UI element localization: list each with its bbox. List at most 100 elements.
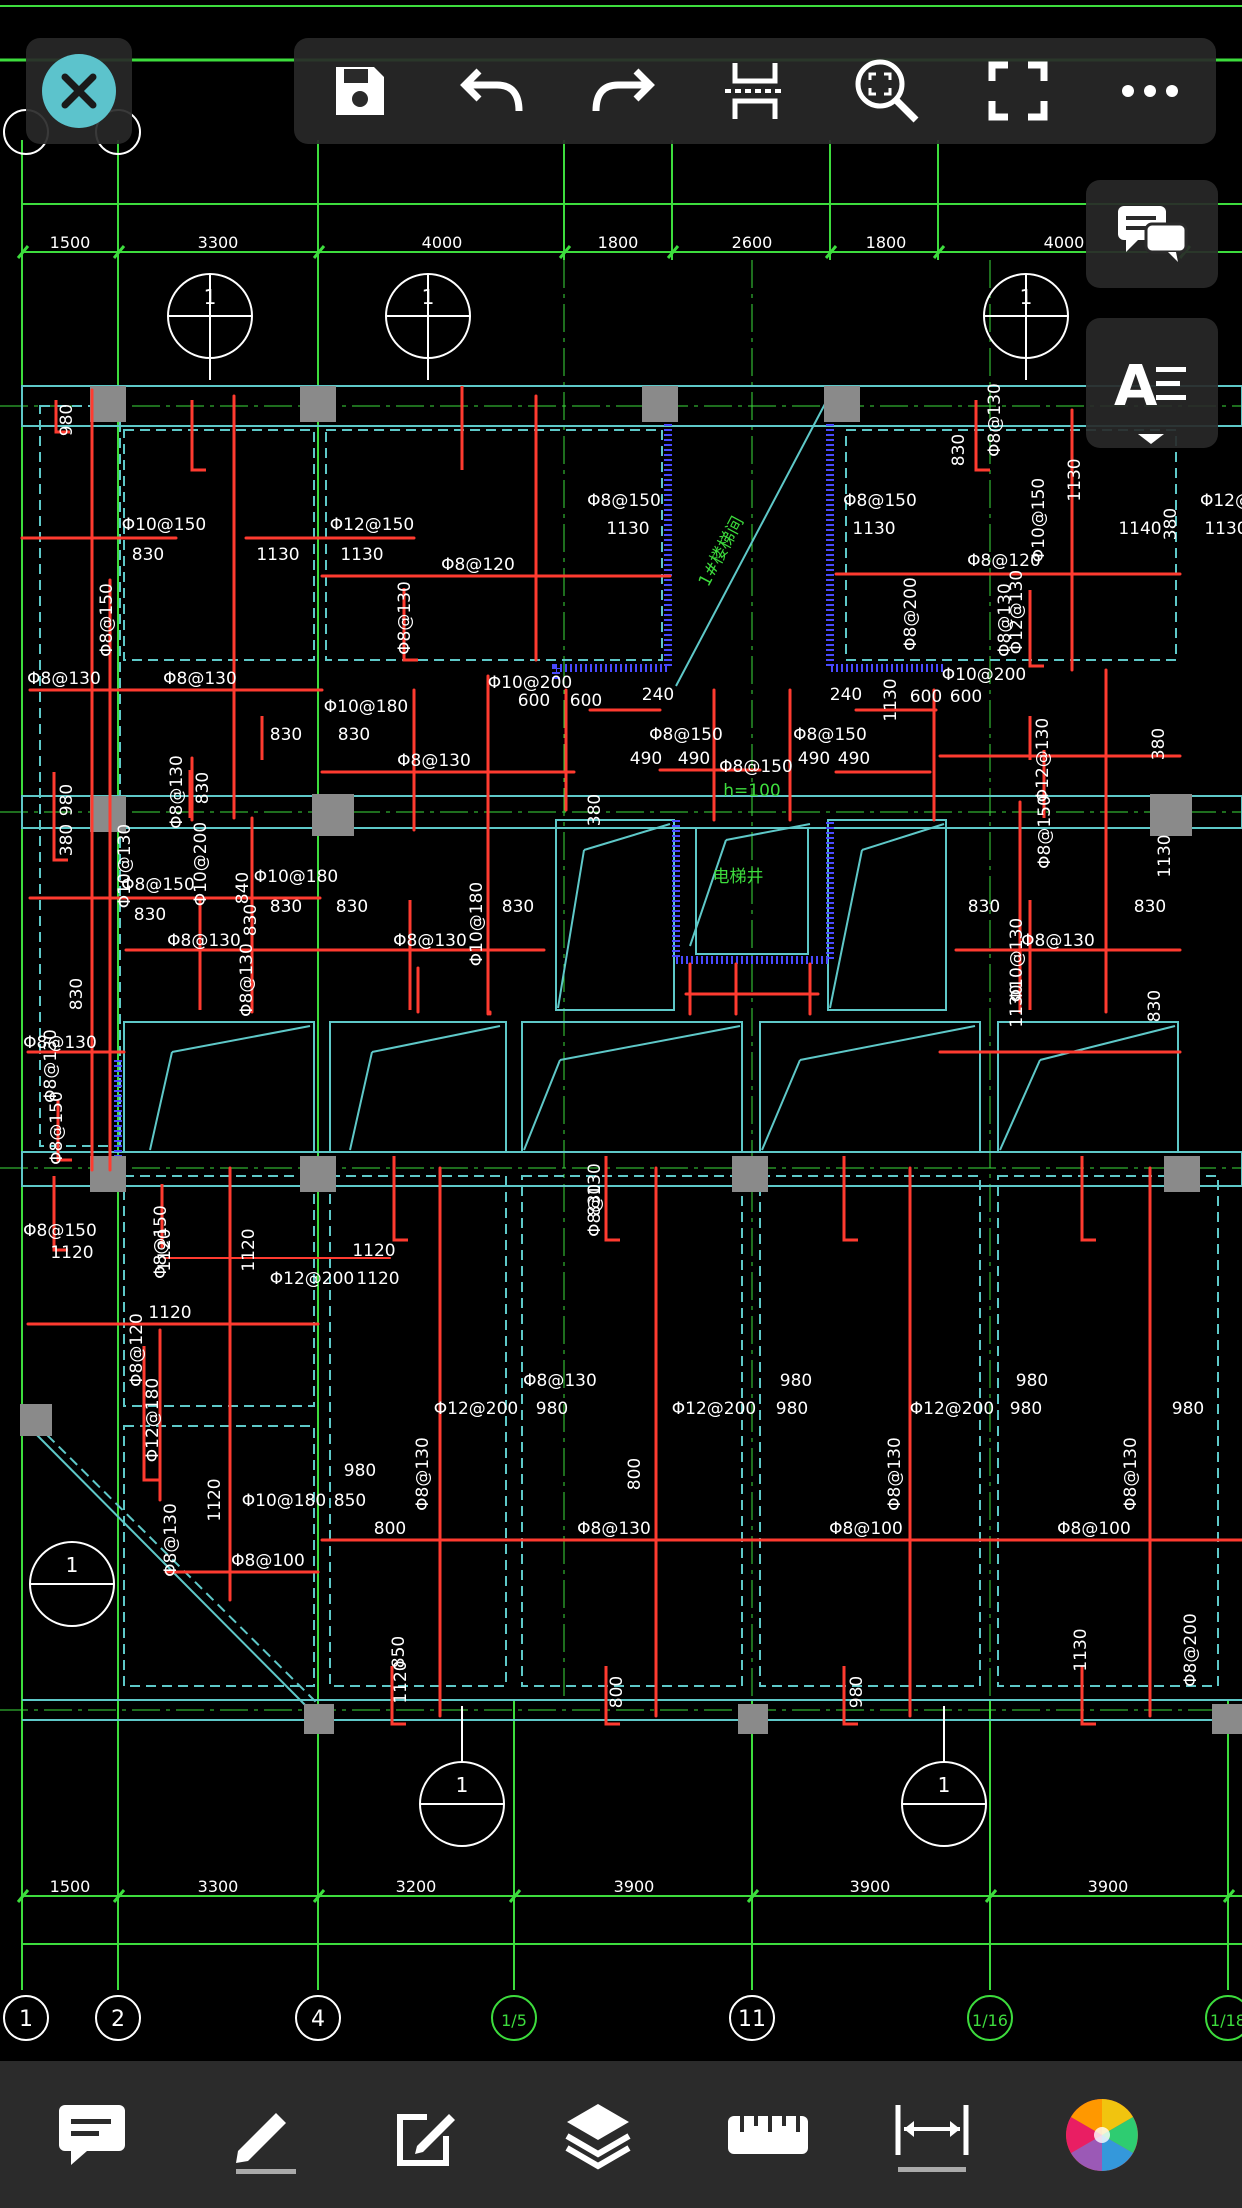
rebar-label: 830 bbox=[502, 897, 534, 917]
axis-bubble-label: 1/5 bbox=[501, 2011, 527, 2030]
edit-icon[interactable] bbox=[376, 2085, 476, 2185]
section-marker-label: 1 bbox=[1020, 285, 1033, 309]
bottom-dimension-label: 3900 bbox=[1088, 1877, 1129, 1896]
rebar-label: Φ8@130 bbox=[397, 751, 471, 771]
rebar-label: Φ8@130 bbox=[23, 1033, 97, 1053]
rebar-label: 600 bbox=[950, 687, 982, 707]
rebar-label: Φ8@200 bbox=[1181, 1613, 1201, 1687]
rebar-label: 240 bbox=[830, 685, 862, 705]
rebar-label: Φ8@130 bbox=[1121, 1437, 1141, 1511]
axis-centerlines bbox=[0, 260, 1242, 1711]
rebar-label: 830 bbox=[67, 978, 87, 1010]
save-icon[interactable] bbox=[320, 51, 400, 131]
rebar-label: 980 bbox=[1010, 1399, 1042, 1419]
rebar-label: 830 bbox=[270, 897, 302, 917]
axis-bubble-label: 1 bbox=[19, 2007, 33, 2032]
rebar-label: Φ8@150 bbox=[1035, 795, 1055, 869]
rebar-label: Φ8@150 bbox=[843, 491, 917, 511]
rebar-label: Φ10@180 bbox=[254, 867, 338, 887]
rebar-label: Φ8@100 bbox=[231, 1551, 305, 1571]
color-wheel-icon[interactable] bbox=[1052, 2085, 1152, 2185]
rebar-label: 830 bbox=[241, 904, 261, 936]
rebar-label: 600 bbox=[910, 687, 942, 707]
section-cut-icon[interactable] bbox=[715, 51, 795, 131]
rebar-label: Φ12@200 bbox=[672, 1399, 756, 1419]
rebar-label: Φ8@100 bbox=[1057, 1519, 1131, 1539]
rebar-label: 1120 bbox=[352, 1241, 395, 1261]
rebar-label: Φ8@120 bbox=[967, 551, 1041, 571]
rebar-label: 830 bbox=[949, 434, 969, 466]
rebar-label: 490 bbox=[630, 749, 662, 769]
rebar-label: Φ8@130 bbox=[395, 581, 415, 655]
rebar-label: 830 bbox=[968, 897, 1000, 917]
rebar-label: Φ8@200 bbox=[901, 577, 921, 651]
top-dimension-label: 1500 bbox=[50, 233, 91, 252]
rebar-label: 240 bbox=[642, 685, 674, 705]
rebar-label: 830 bbox=[1134, 897, 1166, 917]
pencil-icon[interactable] bbox=[212, 2085, 312, 2185]
annotation-icon[interactable] bbox=[42, 2085, 142, 2185]
rebar-label: Φ8@130 bbox=[985, 383, 1005, 457]
rebar-label: 980 bbox=[344, 1461, 376, 1481]
rebar-label: 1130 bbox=[256, 545, 299, 565]
rebar-label: 1120 bbox=[155, 1228, 175, 1271]
rebar-label: 1130 bbox=[1204, 519, 1242, 539]
expand-down-icon bbox=[1138, 434, 1164, 444]
comments-icon bbox=[1118, 206, 1188, 262]
rebar-label: Φ8@130 bbox=[163, 669, 237, 689]
rebar-label: 380 bbox=[1161, 508, 1181, 540]
bottom-dimension-label: 3300 bbox=[198, 1877, 239, 1896]
rebar-label: 1130 bbox=[340, 545, 383, 565]
rebar-label: Φ12@150 bbox=[330, 515, 414, 535]
rebar-label: 830 bbox=[193, 772, 213, 804]
rebar-label: 600 bbox=[570, 691, 602, 711]
layers-icon[interactable] bbox=[548, 2085, 648, 2185]
undo-icon[interactable] bbox=[452, 51, 532, 131]
rebar-label: Φ12@180 bbox=[143, 1378, 163, 1462]
fullscreen-icon[interactable] bbox=[978, 51, 1058, 131]
rebar-label: Φ8@150 bbox=[649, 725, 723, 745]
rebar-label: Φ10@180 bbox=[242, 1491, 326, 1511]
rebar-label: 600 bbox=[518, 691, 550, 711]
rebar-label: 830 bbox=[1145, 990, 1165, 1022]
zoom-window-icon[interactable] bbox=[847, 51, 927, 131]
columns bbox=[20, 386, 1242, 1734]
rebar-label: 850 bbox=[334, 1491, 366, 1511]
bottom-toolbar bbox=[0, 2061, 1242, 2208]
close-button[interactable] bbox=[26, 38, 132, 144]
axis-bubble-label: 2 bbox=[111, 2007, 125, 2032]
rebar-label: Φ12@ bbox=[1200, 491, 1242, 511]
rebar-label: 830 bbox=[585, 1184, 605, 1216]
rebar-label: 830 bbox=[338, 725, 370, 745]
more-icon[interactable] bbox=[1110, 51, 1190, 131]
rebar-label: 980 bbox=[776, 1399, 808, 1419]
rebar-label: Φ8@130 bbox=[523, 1371, 597, 1391]
rebar-label: 1120 bbox=[205, 1478, 225, 1521]
top-dimension-label: 1800 bbox=[866, 233, 907, 252]
rebar-label: Φ8@150 bbox=[719, 757, 793, 777]
ruler-icon[interactable] bbox=[718, 2085, 818, 2185]
dimension-icon[interactable] bbox=[882, 2085, 982, 2185]
rebar-label: Φ8@120 bbox=[441, 555, 515, 575]
redo-icon[interactable] bbox=[583, 51, 663, 131]
rebar-label: Φ8@150 bbox=[121, 875, 195, 895]
rebar-label: Φ12@130 bbox=[1033, 718, 1053, 802]
rebar-label: Φ10@150 bbox=[122, 515, 206, 535]
comments-button[interactable] bbox=[1086, 180, 1218, 288]
text-style-button[interactable]: A bbox=[1086, 318, 1218, 448]
rebar-hooks bbox=[52, 386, 1096, 1726]
rebar-label: Φ8@130 bbox=[237, 943, 257, 1017]
rebar-label: Φ8@150 bbox=[97, 583, 117, 657]
rebar-label: Φ8@100 bbox=[829, 1519, 903, 1539]
rebar-label: 1130 bbox=[1155, 834, 1175, 877]
bottom-dimension-label: 3900 bbox=[614, 1877, 655, 1896]
section-marker-label: 1 bbox=[422, 285, 435, 309]
rebar-lines bbox=[20, 388, 1242, 1718]
rebar-label: 380 bbox=[585, 794, 605, 826]
walls bbox=[21, 385, 1242, 1721]
rebar-label: 1140 bbox=[1118, 519, 1161, 539]
rebar-label: 1120 bbox=[391, 1660, 411, 1703]
axis-bubble-label: 1/16 bbox=[972, 2011, 1008, 2030]
